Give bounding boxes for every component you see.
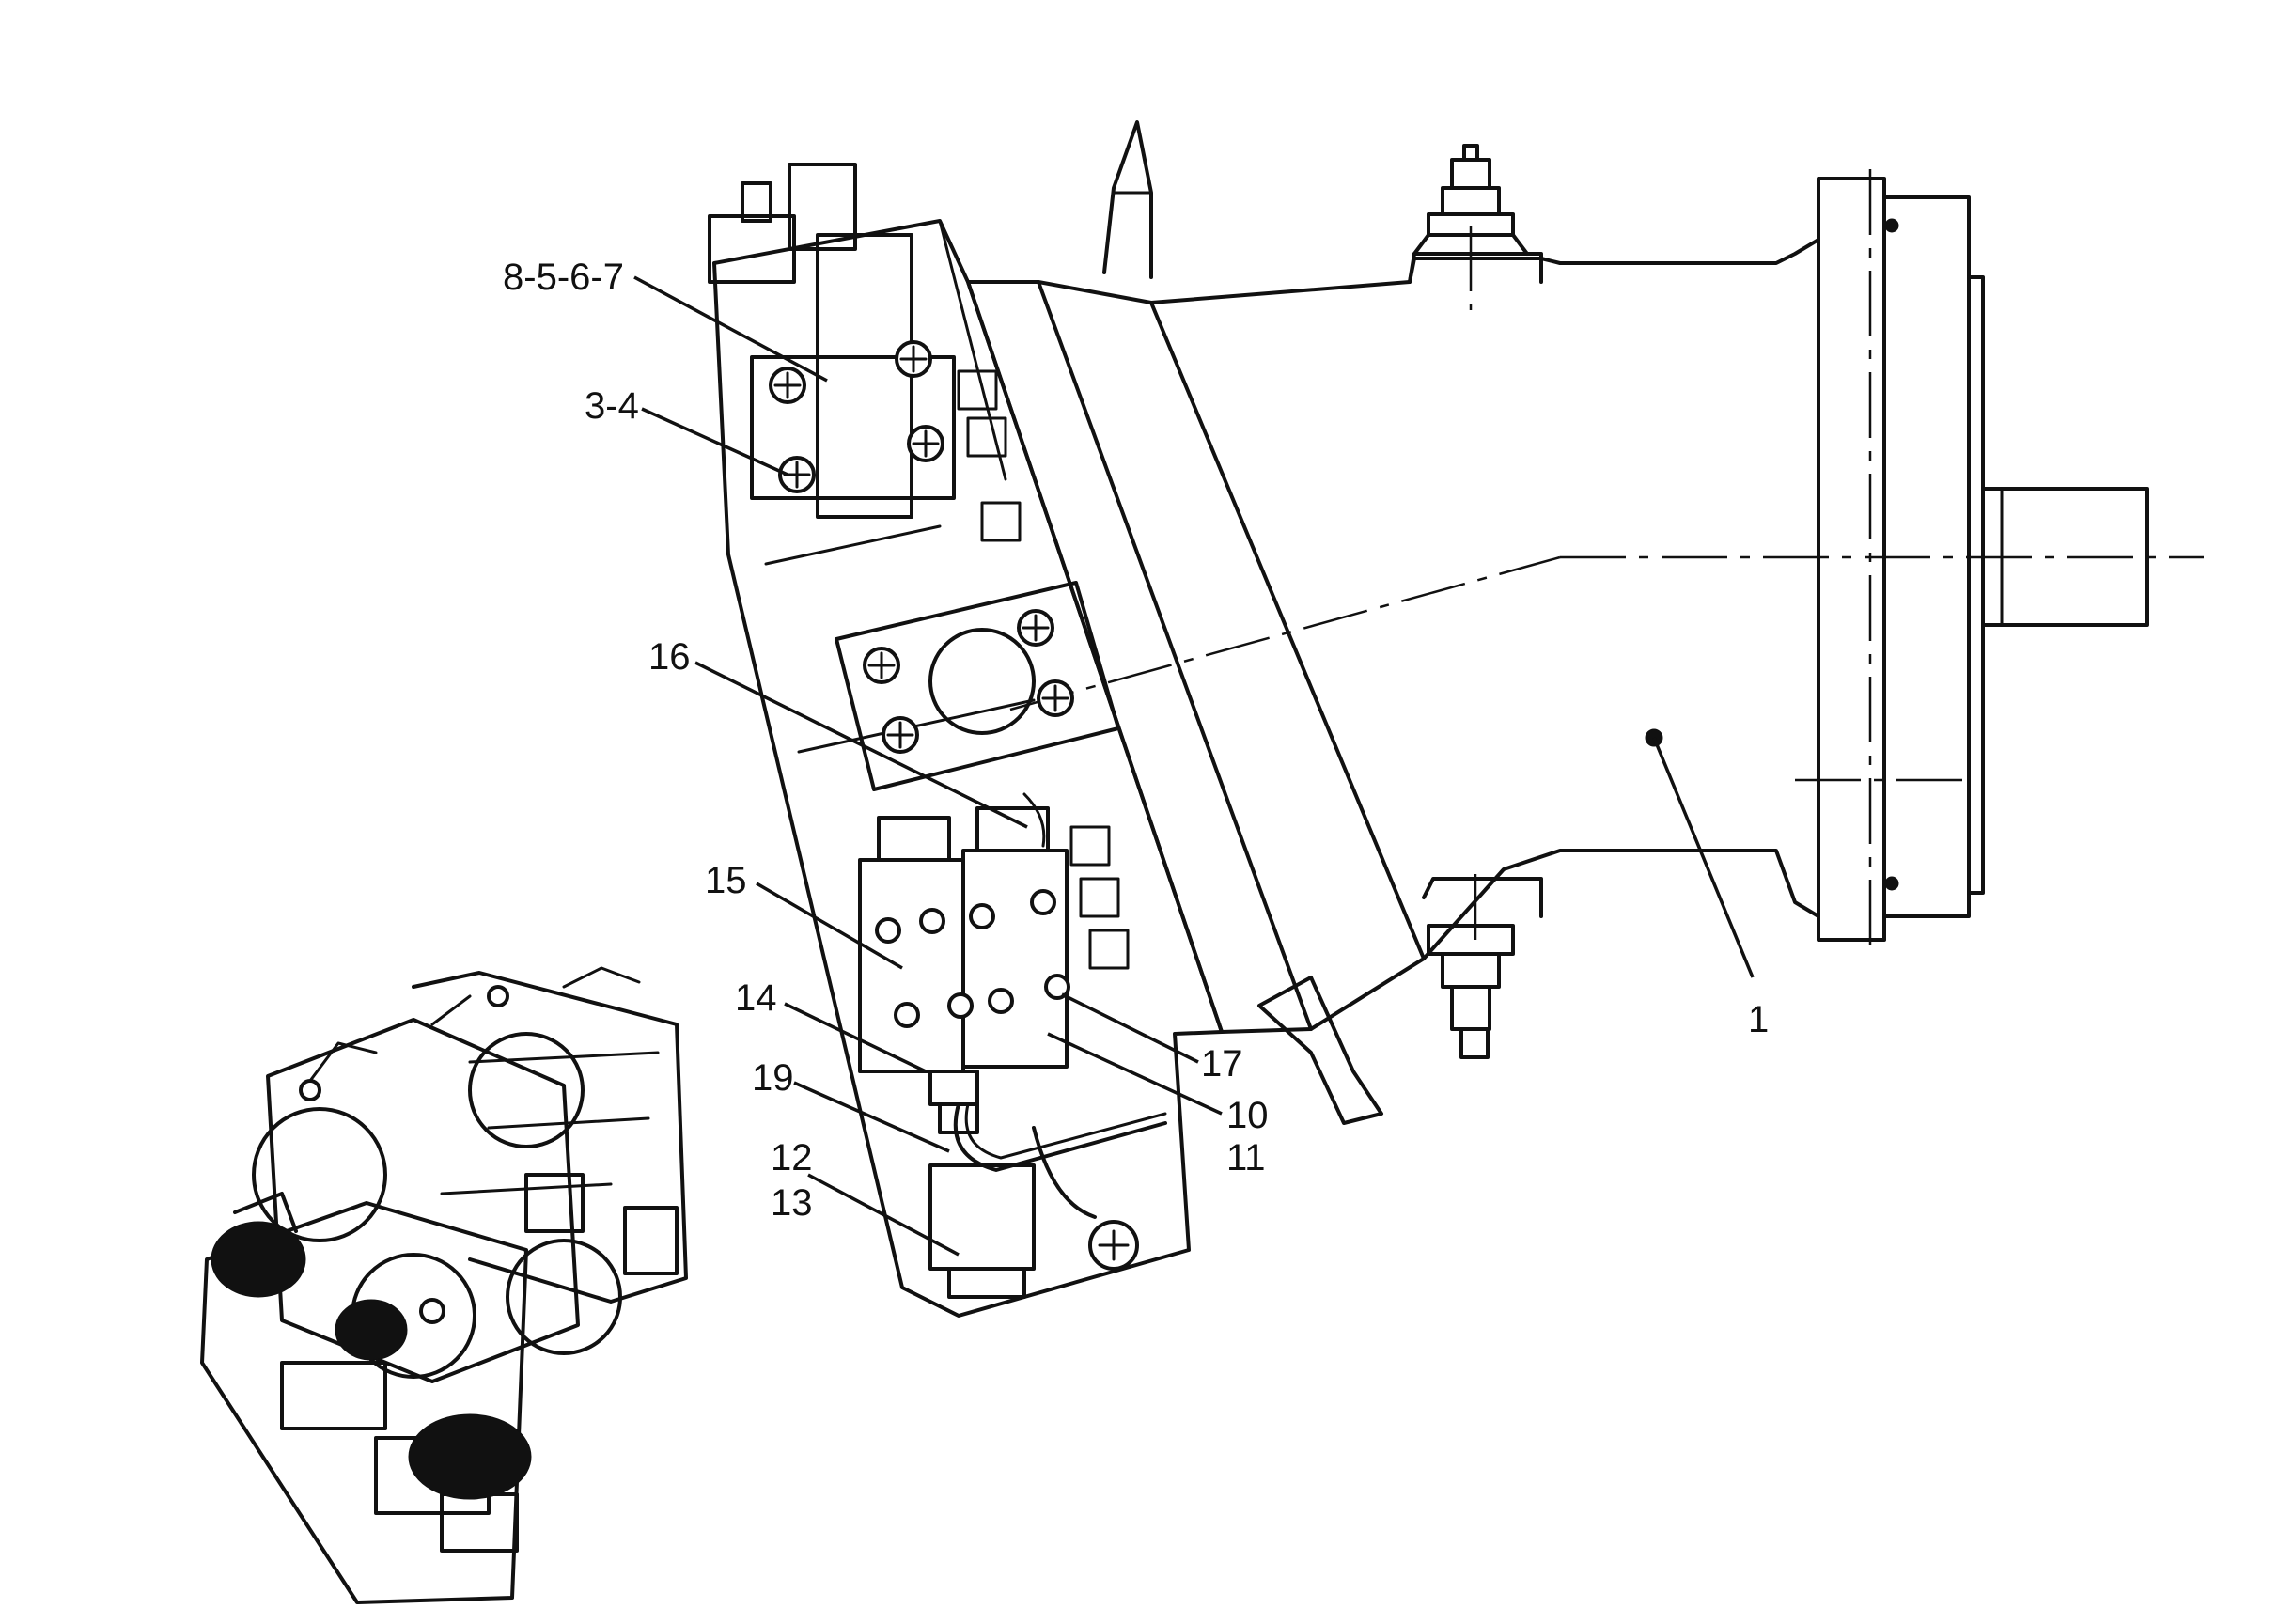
callout-16: 16: [648, 636, 691, 678]
leader-15: [756, 882, 903, 970]
central-bolts: [863, 609, 1074, 754]
callout-14: 14: [735, 977, 777, 1019]
callout-labels: 8-5-6-7 3-4 16 15 14 19 12 13 1 17 10 11: [503, 257, 1769, 1224]
leader-8567: [633, 275, 828, 383]
upper-tapered-pin: [1102, 120, 1153, 279]
control-valve-plate: [708, 163, 1224, 1318]
top-pressure-fitting: [1412, 144, 1529, 256]
leader-lines: [633, 275, 1755, 1257]
callout-15: 15: [705, 860, 747, 901]
leader-14: [784, 1002, 927, 1073]
lower-bolts: [875, 889, 1070, 1028]
upper-bolts: [769, 340, 944, 493]
callout-1: 1: [1748, 999, 1769, 1040]
leader-34: [641, 407, 788, 476]
leader-1213: [807, 1173, 960, 1257]
leader-17: [1061, 992, 1199, 1064]
assembly-photo-inset: [200, 966, 688, 1604]
lower-tapered-pin: [1257, 976, 1383, 1125]
callout-13: 13: [771, 1182, 813, 1224]
leader-1011: [1047, 1032, 1223, 1116]
callout-3-4: 3-4: [585, 385, 639, 427]
bottom-pressure-fitting: [1427, 924, 1515, 1059]
callout-11: 11: [1226, 1137, 1266, 1179]
callout-17: 17: [1201, 1043, 1243, 1085]
leader-19: [793, 1081, 950, 1153]
callout-8-5-6-7: 8-5-6-7: [503, 257, 624, 298]
callout-10: 10: [1226, 1095, 1269, 1136]
callout-12: 12: [771, 1137, 813, 1179]
hydraulic-motor-body: [966, 169, 2204, 1034]
callout-19: 19: [752, 1057, 794, 1099]
leader-16: [694, 661, 1028, 829]
leader-1: [1652, 737, 1755, 978]
